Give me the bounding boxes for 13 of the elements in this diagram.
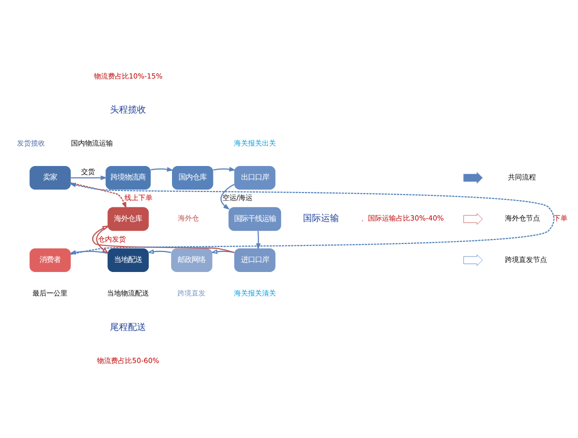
arrow	[210, 249, 234, 254]
arrow	[70, 182, 126, 209]
arrow	[213, 166, 236, 172]
arrow	[70, 176, 108, 180]
arrow	[150, 167, 174, 172]
label: 国际运输	[302, 214, 339, 224]
arrow	[92, 226, 234, 253]
arrow	[256, 230, 261, 250]
arrow	[220, 184, 234, 210]
label: 头程揽收	[110, 106, 146, 116]
arrow	[96, 226, 109, 254]
label: 尾程配送	[110, 322, 146, 333]
arrow	[147, 249, 172, 254]
